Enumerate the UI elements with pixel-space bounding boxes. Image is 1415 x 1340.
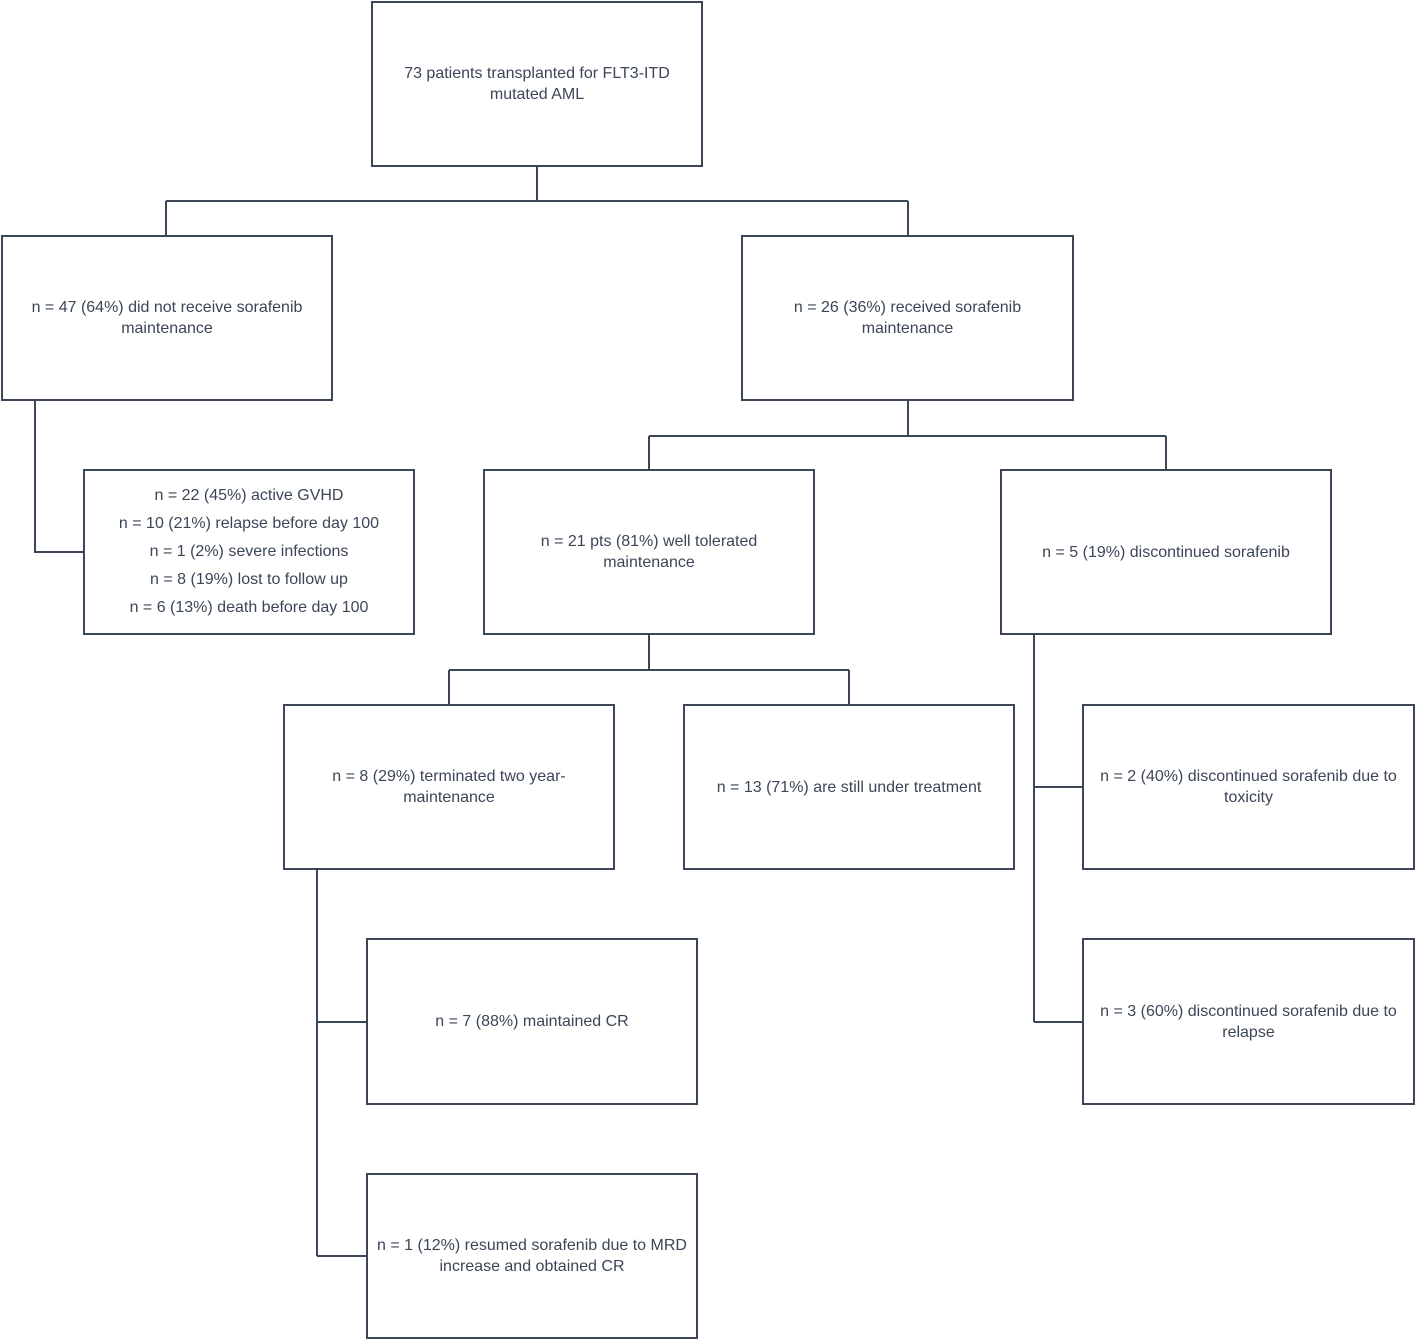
relapse-node: n = 3 (60%) discontinued sorafenib due t… — [1082, 938, 1415, 1105]
maintained-cr-node: n = 7 (88%) maintained CR — [366, 938, 698, 1105]
relapse-line: n = 3 (60%) discontinued sorafenib due t… — [1100, 1002, 1397, 1020]
reason-item: n = 1 (2%) severe infections — [149, 543, 349, 560]
no-sorafenib-line: n = 47 (64%) did not receive sorafenib — [31, 299, 303, 316]
resumed-node: n = 1 (12%) resumed sorafenib due to MRD… — [366, 1173, 698, 1339]
maintained-cr-line: n = 7 (88%) maintained CR — [435, 1013, 629, 1030]
connector-sorafenib — [648, 401, 1167, 470]
tolerated-node: n = 21 pts (81%) well tolerated maintena… — [483, 469, 815, 635]
discontinued-node: n = 5 (19%) discontinued sorafenib — [1000, 469, 1332, 635]
reason-item: n = 22 (45%) active GVHD — [154, 487, 344, 504]
terminated-line: maintenance — [403, 789, 495, 806]
sorafenib-line: maintenance — [861, 320, 954, 337]
root-node: 73 patients transplanted for FLT3-ITD mu… — [371, 1, 703, 167]
toxicity-line: toxicity — [1224, 789, 1273, 806]
relapse-line: relapse — [1222, 1023, 1275, 1041]
toxicity-line: n = 2 (40%) discontinued sorafenib due t… — [1100, 768, 1397, 785]
connector-root — [165, 166, 909, 236]
sorafenib-line: n = 26 (36%) received sorafenib — [793, 299, 1022, 316]
no-sorafenib-line: maintenance — [121, 320, 213, 337]
still-treatment-node: n = 13 (71%) are still under treatment — [683, 704, 1015, 870]
reason-item: n = 6 (13%) death before day 100 — [129, 599, 369, 616]
reason-item: n = 8 (19%) lost to follow up — [150, 571, 348, 588]
connector-terminated — [316, 869, 367, 1257]
no-sorafenib-node: n = 47 (64%) did not receive sorafenib m… — [1, 235, 333, 401]
connector-tolerated — [448, 635, 850, 705]
no-sorafenib-reasons-node: n = 22 (45%) active GVHD n = 10 (21%) re… — [83, 469, 415, 635]
connector-no-sorafenib — [34, 401, 84, 553]
toxicity-node: n = 2 (40%) discontinued sorafenib due t… — [1082, 704, 1415, 870]
terminated-node: n = 8 (29%) terminated two year- mainten… — [283, 704, 615, 870]
tolerated-line: maintenance — [603, 554, 695, 571]
connector-discontinued — [1033, 635, 1084, 1023]
resumed-line: n = 1 (12%) resumed sorafenib due to MRD — [377, 1237, 687, 1254]
root-line: 73 patients transplanted for FLT3-ITD — [404, 65, 670, 82]
sorafenib-node: n = 26 (36%) received sorafenib maintena… — [741, 235, 1074, 401]
root-line: mutated AML — [489, 86, 585, 103]
resumed-line: increase and obtained CR — [439, 1258, 625, 1275]
tolerated-line: n = 21 pts (81%) well tolerated — [540, 533, 758, 550]
terminated-line: n = 8 (29%) terminated two year- — [332, 768, 566, 785]
still-treatment-line: n = 13 (71%) are still under treatment — [716, 778, 982, 796]
discontinued-line: n = 5 (19%) discontinued sorafenib — [1042, 543, 1290, 561]
reason-item: n = 10 (21%) relapse before day 100 — [118, 515, 380, 532]
